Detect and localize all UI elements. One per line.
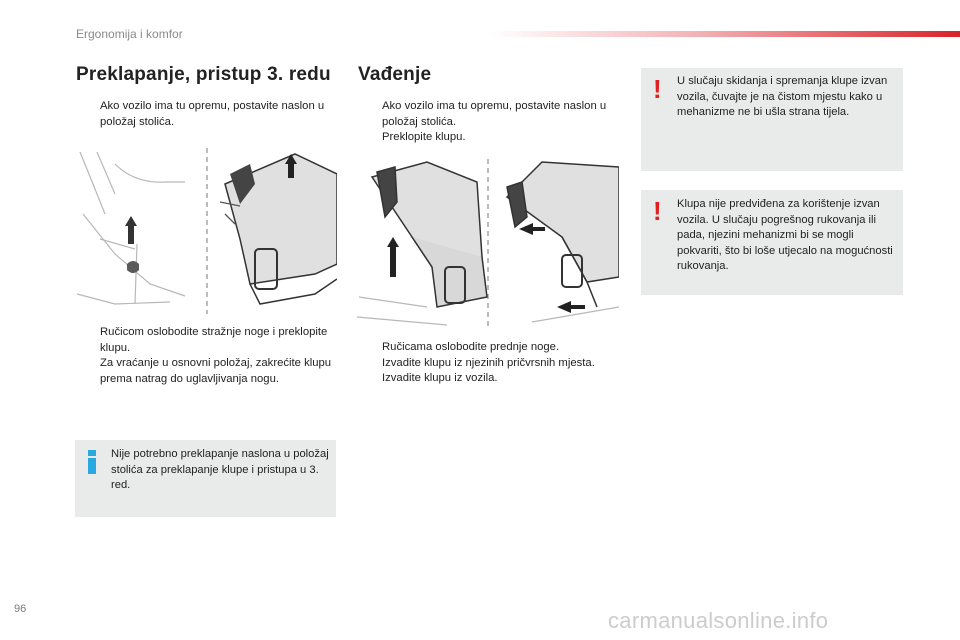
list-item: Izvadite klupu iz njezinih pričvrsnih mj… (360, 356, 625, 372)
list-item-text: Ako vozilo ima tu opremu, postavite nasl… (382, 100, 607, 128)
left-bullets-top: Ako vozilo ima tu opremu, postavite nasl… (78, 99, 338, 130)
list-item: Preklopite klupu. (360, 130, 625, 146)
warning-text: Klupa nije predviđena za korištenje izva… (677, 198, 893, 273)
warning-icon: ! (653, 74, 662, 104)
info-text: Nije potrebno preklapanje naslona u polo… (111, 448, 329, 492)
info-icon (87, 450, 97, 474)
section-title: Ergonomija i komfor (76, 27, 183, 41)
warning-text: U slučaju skidanja i spremanja klupe izv… (677, 75, 888, 119)
page-number: 96 (14, 603, 27, 615)
list-item: Ako vozilo ima tu opremu, postavite nasl… (78, 99, 338, 130)
list-item-text: Izvadite klupu iz vozila. (382, 372, 498, 384)
info-box: Nije potrebno preklapanje naslona u polo… (75, 440, 336, 517)
seat-removal-illustration (357, 159, 619, 329)
list-item: Ručicama oslobodite prednje noge. (360, 340, 625, 356)
heading-removal: Vađenje (358, 64, 432, 85)
list-item: Ako vozilo ima tu opremu, postavite nasl… (360, 99, 625, 130)
list-item-text: Za vraćanje u osnovni položaj, zakrećite… (100, 357, 332, 385)
middle-bullets-bottom: Ručicama oslobodite prednje noge. Izvadi… (360, 340, 625, 387)
list-item: Za vraćanje u osnovni položaj, zakrećite… (78, 356, 338, 387)
list-item-text: Ručicama oslobodite prednje noge. (382, 341, 560, 353)
list-item: Ručicom oslobodite stražnje noge i prekl… (78, 325, 338, 356)
watermark: carmanualsonline.info (608, 608, 829, 633)
list-item-text: Ako vozilo ima tu opremu, postavite nasl… (100, 100, 325, 128)
header-accent-bar (490, 31, 960, 37)
warning-box: ! U slučaju skidanja i spremanja klupe i… (641, 68, 903, 171)
list-item: Izvadite klupu iz vozila. (360, 371, 625, 387)
list-item-text: Ručicom oslobodite stražnje noge i prekl… (100, 326, 328, 354)
seat-folding-illustration (76, 148, 337, 314)
warning-icon: ! (653, 196, 662, 226)
list-item-text: Izvadite klupu iz njezinih pričvrsnih mj… (382, 356, 595, 369)
heading-folding: Preklapanje, pristup 3. redu (76, 64, 331, 85)
warning-box: ! Klupa nije predviđena za korištenje iz… (641, 190, 903, 295)
list-item-text: Preklopite klupu. (382, 131, 466, 143)
left-bullets-bottom: Ručicom oslobodite stražnje noge i prekl… (78, 325, 338, 387)
middle-bullets-top: Ako vozilo ima tu opremu, postavite nasl… (360, 99, 625, 146)
